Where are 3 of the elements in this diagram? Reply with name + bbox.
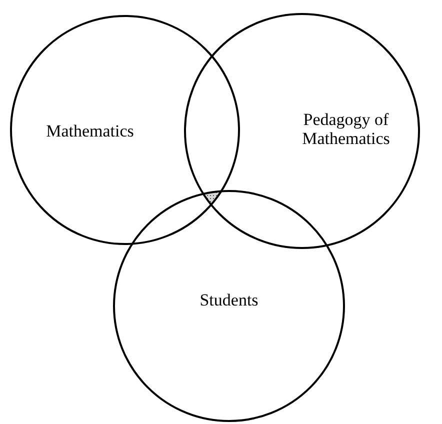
circle-label: Mathematics <box>45 122 135 140</box>
circle-label: Pedagogy of Mathematics <box>301 110 391 148</box>
circle-label: Students <box>198 290 260 310</box>
